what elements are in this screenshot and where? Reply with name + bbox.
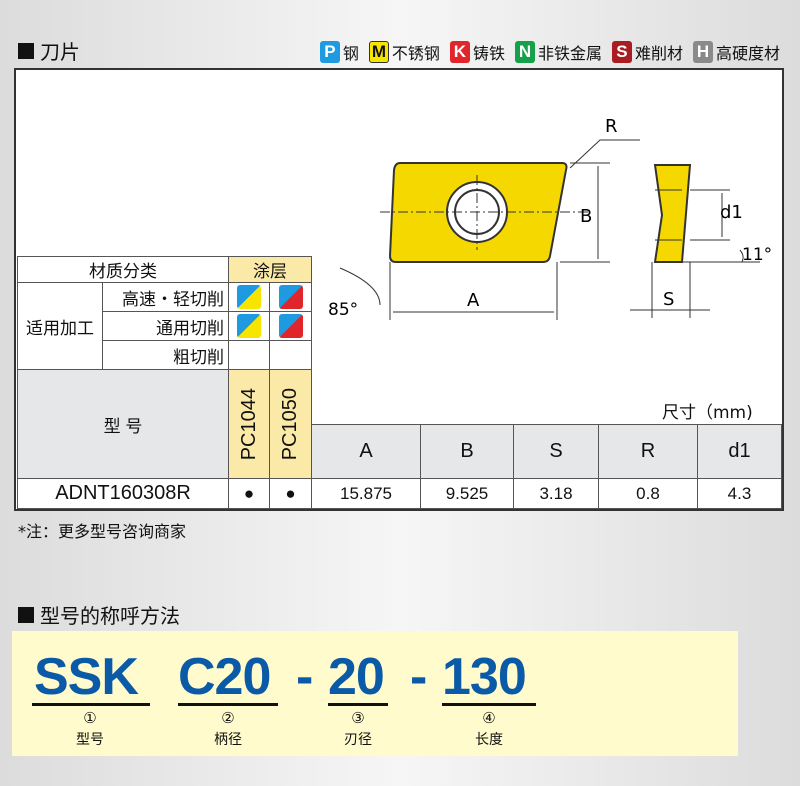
pm-grade-icon	[237, 285, 261, 309]
underline	[178, 703, 278, 706]
dim-label-s: S	[663, 289, 674, 310]
application-label: 适用加工	[17, 282, 103, 370]
dim-label-a: A	[467, 290, 480, 311]
empty-cell	[228, 340, 270, 370]
dim-a-value: 15.875	[311, 478, 421, 509]
pm-grade-icon	[237, 314, 261, 338]
dim-header-b: B	[420, 424, 514, 479]
square-bullet-icon	[18, 606, 34, 623]
underline	[442, 703, 536, 706]
pk-icon-cell	[269, 282, 312, 312]
empty-cell	[269, 340, 312, 370]
footnote: *注：更多型号咨询商家	[18, 522, 187, 541]
code-separator: -	[296, 648, 313, 706]
application-row-label: 粗切削	[102, 340, 229, 370]
section-title-text: 刀片	[40, 40, 80, 64]
code-part-blade: 20	[328, 648, 385, 706]
legend-label: 难削材	[634, 44, 683, 63]
grade-mark: ●	[269, 478, 312, 509]
legend-label: 高硬度材	[715, 44, 780, 63]
code-part-series: SSK	[34, 648, 139, 706]
legend-label: 铸铁	[472, 44, 505, 63]
underline	[32, 703, 150, 706]
dim-r-value: 0.8	[598, 478, 698, 509]
square-bullet-icon	[18, 42, 34, 59]
angle-label-11: 11°	[742, 245, 772, 265]
p-chip-icon: P	[319, 41, 340, 63]
h-chip-icon: H	[692, 41, 713, 63]
part-number: ②	[221, 709, 235, 727]
dim-header-r: R	[598, 424, 698, 479]
dim-header-d1: d1	[697, 424, 782, 479]
insert-drawing: R B A S d1 85° 11°	[328, 116, 772, 320]
section-title-text: 型号的称呼方法	[40, 604, 180, 628]
code-part-length: 130	[442, 648, 527, 706]
model-header: 型 号	[17, 369, 229, 479]
part-number: ④	[482, 709, 496, 727]
part-number: ①	[83, 709, 97, 727]
pk-grade-icon	[278, 285, 303, 309]
k-chip-icon: K	[449, 41, 470, 63]
pk-icon-cell	[269, 311, 312, 341]
grade-header: PC1050	[269, 369, 312, 479]
dim-b-value: 9.525	[420, 478, 514, 509]
dim-s-value: 3.18	[513, 478, 599, 509]
pm-icon-cell	[228, 282, 270, 312]
dim-header-a: A	[311, 424, 421, 479]
application-row-label: 高速・轻切削	[102, 282, 229, 312]
dim-label-r: R	[605, 116, 618, 137]
part-label: 柄径	[214, 732, 242, 748]
m-chip-icon: M	[368, 41, 389, 63]
part-number: ③	[351, 709, 365, 727]
part-label: 型号	[76, 732, 104, 748]
pk-grade-icon	[278, 314, 303, 338]
grade-header: PC1044	[228, 369, 270, 479]
underline	[328, 703, 388, 706]
insert-side-view	[653, 164, 692, 263]
dim-label-d1: d1	[720, 202, 743, 223]
legend-label: 钢	[342, 44, 359, 63]
coating-header: 涂层	[228, 256, 312, 283]
dimension-unit-label: 尺寸（mm)	[662, 403, 753, 423]
section-title-naming: 型号的称呼方法	[18, 600, 180, 629]
grade-name: PC1050	[279, 387, 301, 461]
naming-panel: SSK C20 - 20 - 130 ① ② ③ ④ 型号 柄径 刃径 长度	[12, 631, 738, 756]
part-label: 刃径	[344, 732, 372, 748]
part-label: 长度	[475, 732, 503, 748]
n-chip-icon: N	[514, 41, 535, 63]
material-header: 材质分类	[17, 256, 229, 283]
pm-icon-cell	[228, 311, 270, 341]
dim-header-s: S	[513, 424, 599, 479]
angle-label-85: 85°	[328, 300, 358, 320]
code-part-shank: C20	[178, 648, 271, 706]
dim-d1-value: 4.3	[697, 478, 782, 509]
grade-mark: ●	[228, 478, 270, 509]
grade-name: PC1044	[237, 387, 260, 461]
section-title-insert: 刀片	[18, 36, 80, 65]
code-separator: -	[410, 648, 427, 706]
s-chip-icon: S	[611, 41, 632, 63]
dim-label-b: B	[580, 206, 592, 227]
legend-label: 不锈钢	[391, 44, 440, 63]
application-row-label: 通用切削	[102, 311, 229, 341]
legend-label: 非铁金属	[537, 44, 602, 63]
model-cell: ADNT160308R	[17, 478, 229, 509]
